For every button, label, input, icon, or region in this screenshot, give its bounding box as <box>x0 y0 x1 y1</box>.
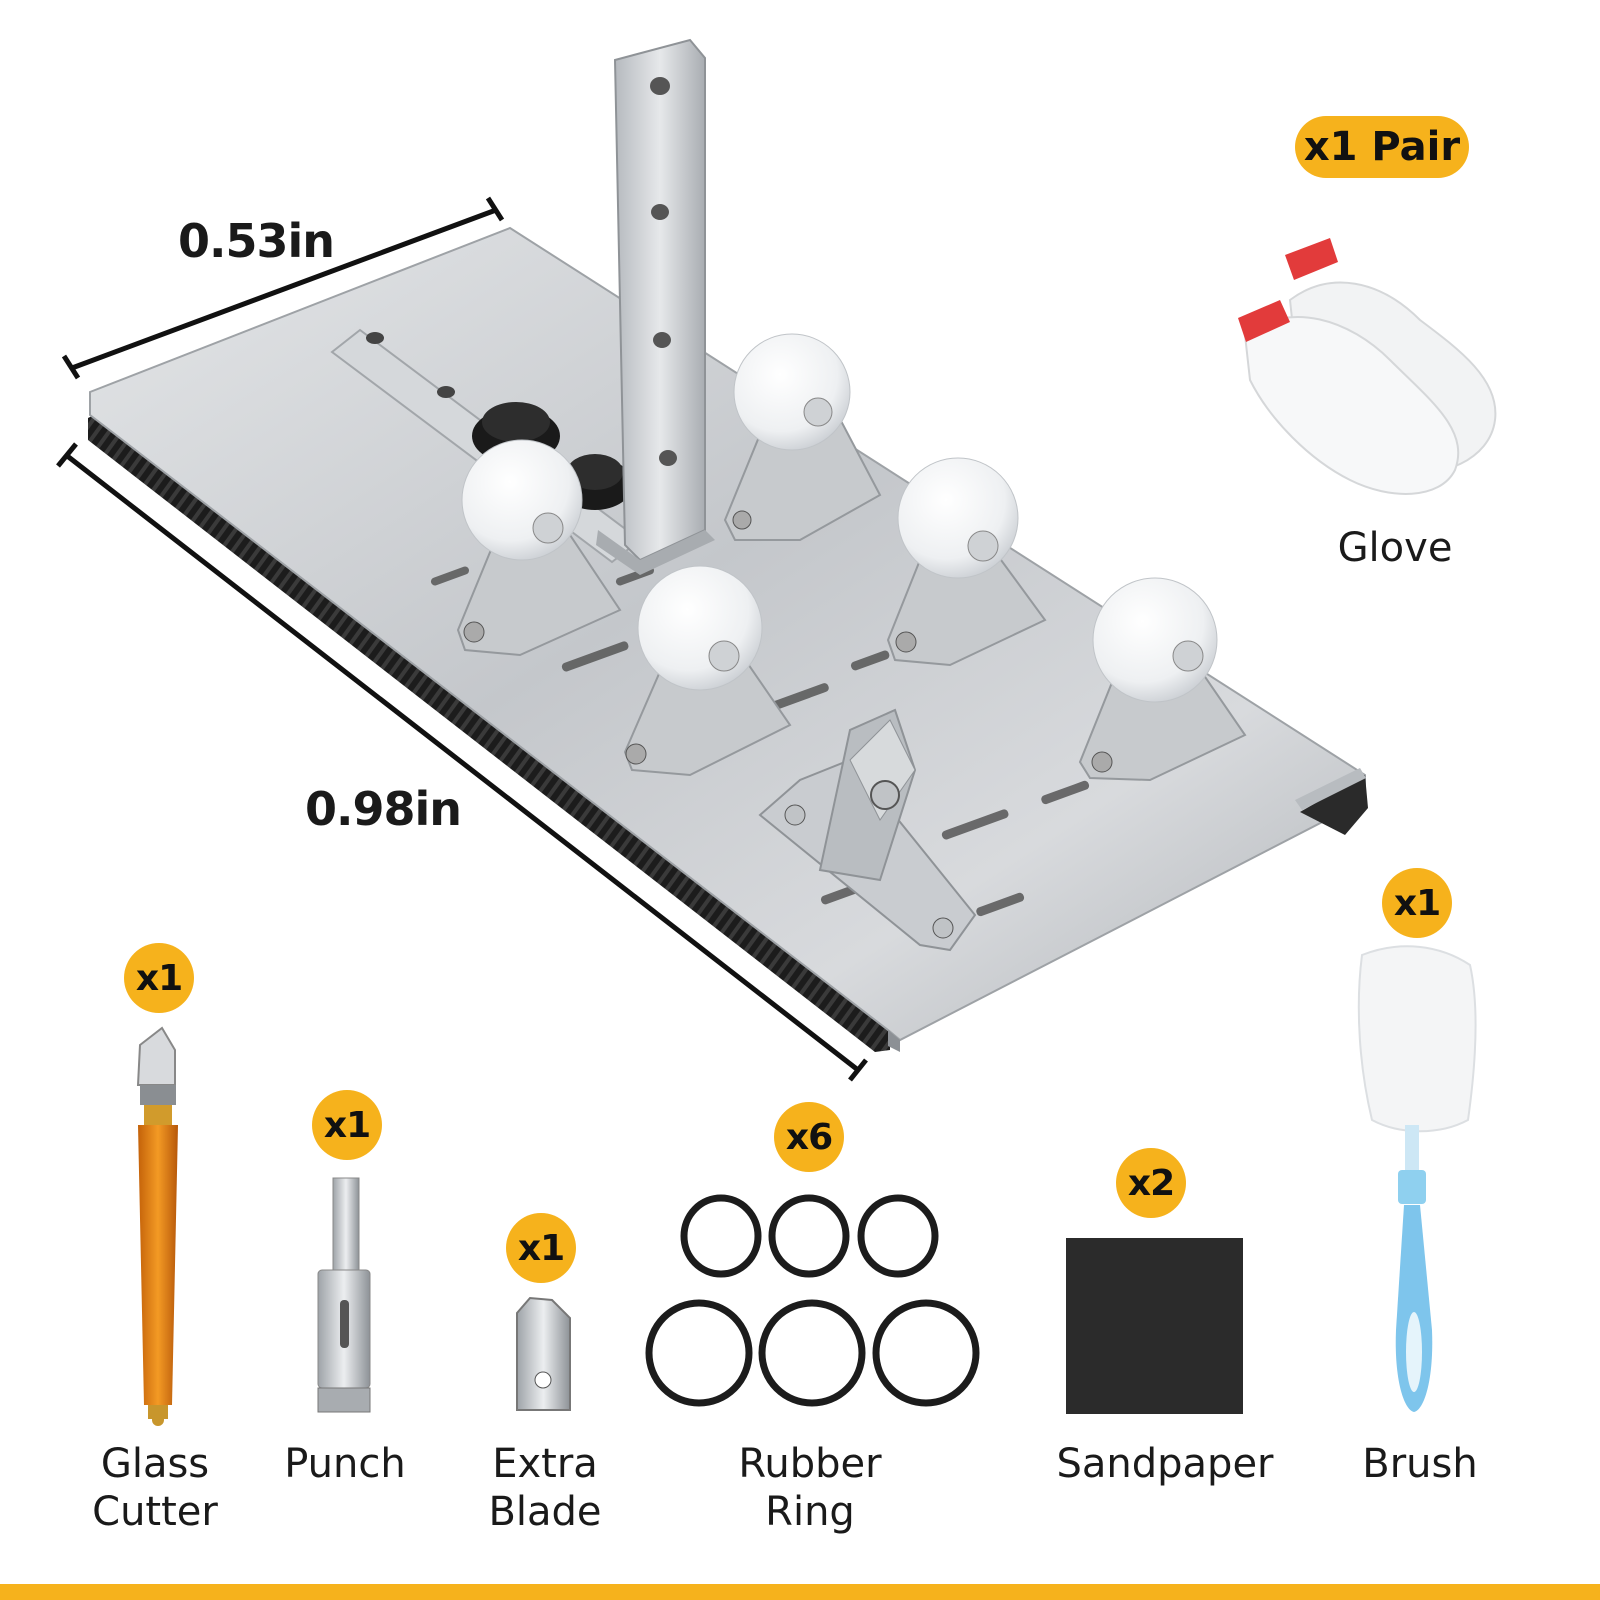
length-dimension-line <box>56 442 868 1082</box>
glass-cutter-label-line2: Cutter <box>92 1489 218 1535</box>
rubber-ring-label-line2: Ring <box>765 1489 855 1535</box>
glove-label: Glove <box>1337 525 1453 571</box>
roller-wheel <box>886 457 1047 667</box>
punch-image <box>317 1177 371 1413</box>
gloves-image <box>1238 238 1497 495</box>
glass-cutter-label-line1: Glass <box>100 1441 210 1487</box>
punch-quantity-badge: x1 <box>312 1090 382 1160</box>
punch-label: Punch <box>270 1440 420 1488</box>
rubber-strip <box>88 412 890 1052</box>
rubber-ring-label: Rubber Ring <box>730 1440 890 1536</box>
sandpaper-image <box>1066 1238 1243 1414</box>
width-dimension-label: 0.53in <box>178 214 335 268</box>
extra-blade-label-line1: Extra <box>492 1441 598 1487</box>
extra-blade-label-line2: Blade <box>488 1489 602 1535</box>
length-dimension-label: 0.98in <box>305 782 462 836</box>
rubber-ring-label-line1: Rubber <box>738 1441 882 1487</box>
extra-blade-label: Extra Blade <box>470 1440 620 1536</box>
sandpaper-label-line1: Sandpaper <box>1056 1441 1274 1487</box>
width-dimension-line <box>61 196 505 380</box>
brush-quantity-badge: x1 <box>1382 868 1452 938</box>
rubber-ring-image <box>645 1194 980 1407</box>
extra-blade-image <box>516 1296 571 1411</box>
sandpaper-label: Sandpaper <box>1055 1440 1275 1488</box>
vertical-post <box>596 38 715 575</box>
glove-quantity-badge: x1 Pair <box>1295 116 1469 178</box>
roller-wheel <box>623 565 792 777</box>
cutter-head <box>758 708 977 952</box>
sandpaper-quantity-badge: x2 <box>1116 1148 1186 1218</box>
brush-label-line1: Brush <box>1362 1441 1478 1487</box>
roller-wheel <box>456 439 622 657</box>
punch-label-line1: Punch <box>284 1441 406 1487</box>
brush-image <box>1357 945 1477 1412</box>
glass-cutter-image <box>136 1026 178 1426</box>
glass-cutter-quantity-badge: x1 <box>124 943 194 1013</box>
brush-label: Brush <box>1345 1440 1495 1488</box>
black-knob <box>472 402 633 510</box>
rubber-ring-quantity-badge: x6 <box>774 1102 844 1172</box>
bottom-accent-bar <box>0 1584 1600 1600</box>
extra-blade-quantity-badge: x1 <box>506 1213 576 1283</box>
glass-cutter-label: Glass Cutter <box>75 1440 235 1536</box>
roller-wheel <box>1078 577 1247 782</box>
roller-wheel <box>723 333 882 541</box>
